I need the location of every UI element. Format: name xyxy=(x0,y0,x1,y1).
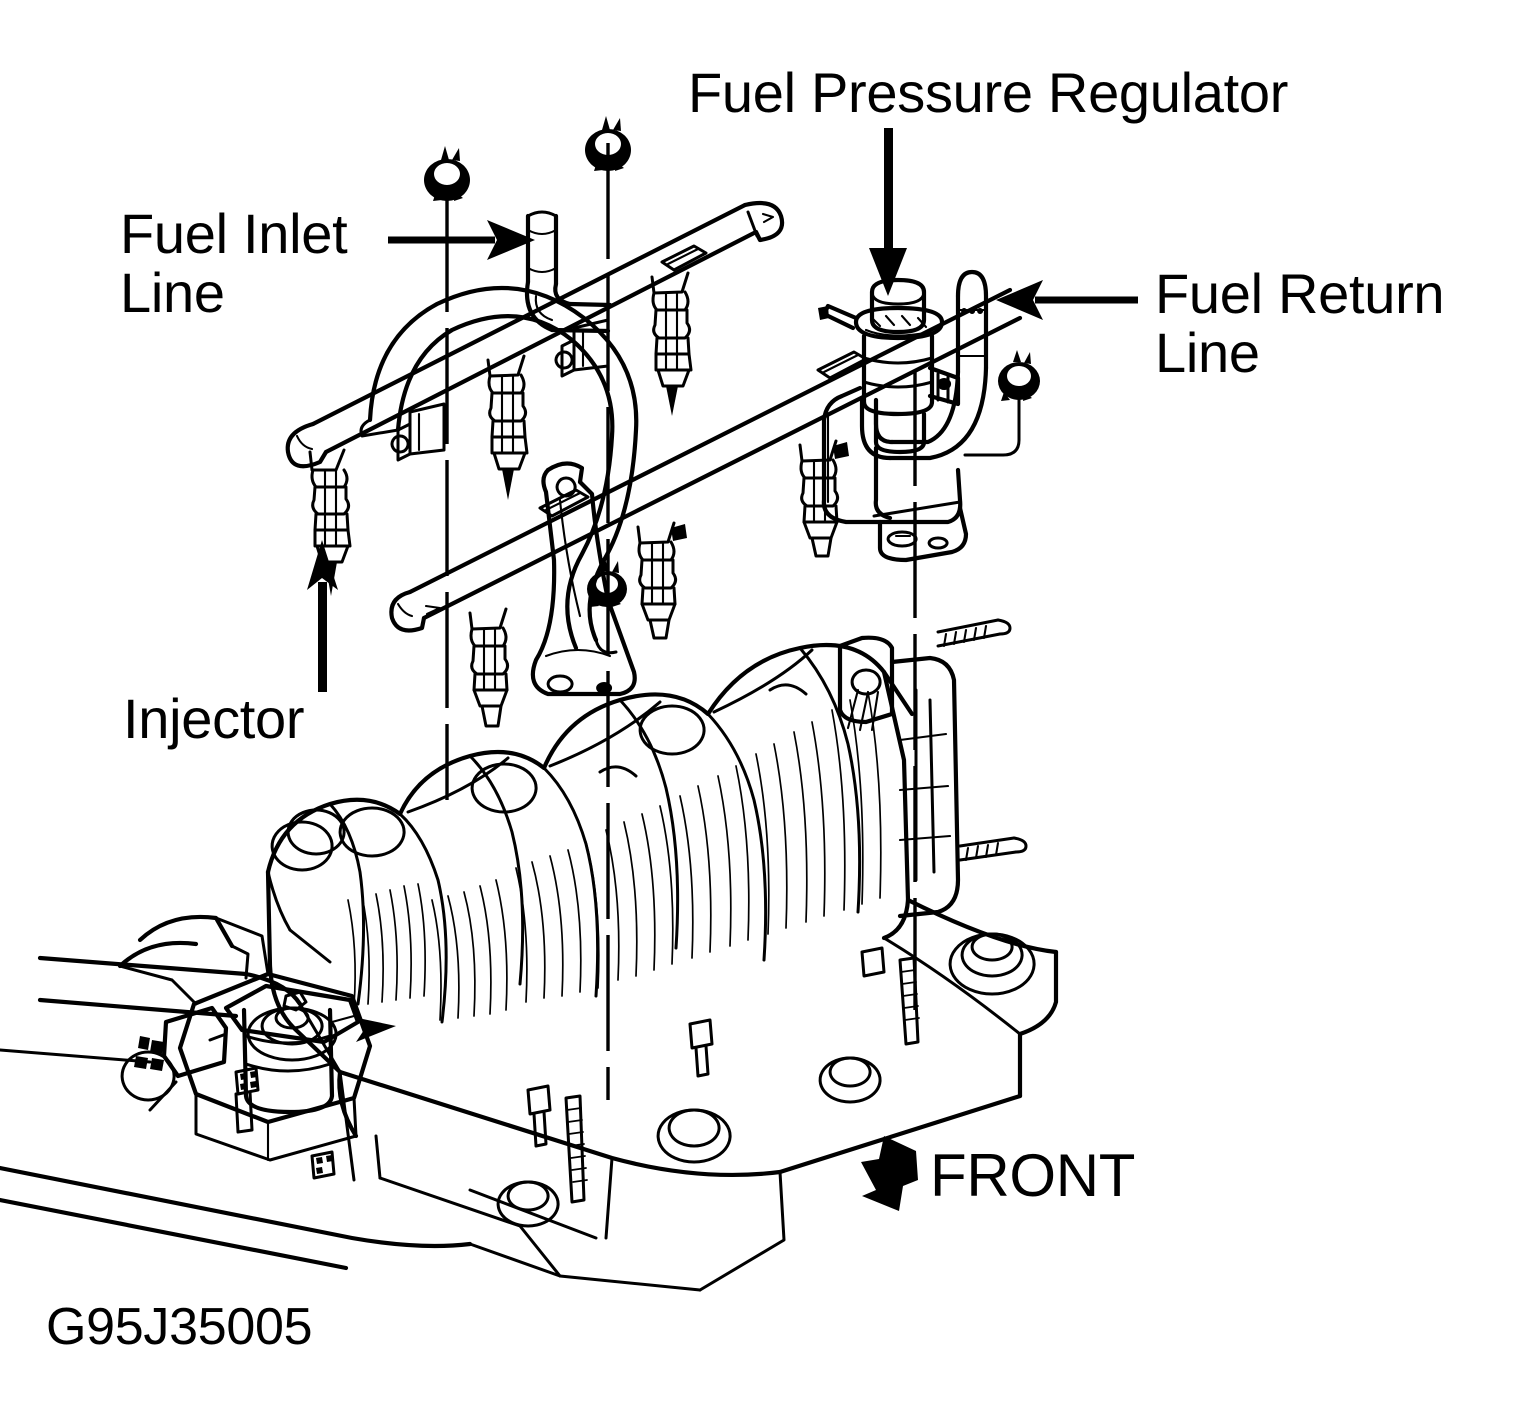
retainer-clip-icon-3 xyxy=(998,350,1040,401)
arrow-front xyxy=(861,1136,918,1211)
arrow-fuel-return-line xyxy=(996,280,1138,320)
injector-front-2 xyxy=(636,521,687,640)
label-fuel-return-line-row2: Line xyxy=(1155,320,1260,384)
label-fuel-pressure-regulator: Fuel Pressure Regulator xyxy=(688,61,1289,124)
manifold-right-end xyxy=(837,618,1028,919)
arrow-fuel-inlet-line xyxy=(388,220,535,260)
long-bolt xyxy=(564,1094,588,1204)
left-bracket xyxy=(117,914,250,980)
hold-down-bolt-2 xyxy=(688,1018,714,1078)
clip-lead-3 xyxy=(963,390,1021,457)
label-front-direction: FRONT xyxy=(930,1142,1136,1209)
injector-rear-2 xyxy=(486,354,529,500)
retainer-clip-icon-1 xyxy=(424,146,470,201)
label-fuel-inlet-line-row1: Fuel Inlet xyxy=(120,202,348,265)
long-bolt-right xyxy=(898,956,920,1046)
manifold-bosses xyxy=(270,683,808,872)
regulator-bracket xyxy=(821,385,969,563)
hold-down-bolt-3 xyxy=(860,946,886,978)
lower-foot xyxy=(298,1002,382,1180)
front-fuel-rail xyxy=(389,287,1023,633)
retainer-clip-icon-2 xyxy=(585,116,631,171)
injector-rear-1 xyxy=(308,448,352,596)
fuel-pressure-regulator xyxy=(818,277,961,455)
crossover-hose xyxy=(359,285,639,655)
fuel-return-line xyxy=(859,269,989,461)
injector-clamp-rear-1 xyxy=(390,402,446,462)
label-injector: Injector xyxy=(123,687,305,750)
engine-block xyxy=(0,897,1059,1292)
intake-manifold xyxy=(265,643,915,1075)
leader-lines xyxy=(445,143,917,1100)
figure-id-code: G95J35005 xyxy=(46,1298,313,1356)
arrow-fuel-pressure-regulator xyxy=(869,128,907,296)
injector-front-1 xyxy=(468,607,510,728)
label-fuel-inlet-line-row2: Line xyxy=(120,260,225,324)
front-rail-bracket xyxy=(530,461,637,697)
injector-rear-3 xyxy=(650,271,693,416)
hold-down-bolt-1 xyxy=(526,1084,552,1148)
label-fuel-return-line-row1: Fuel Return xyxy=(1155,262,1445,325)
sensor-assembly xyxy=(118,916,396,1180)
